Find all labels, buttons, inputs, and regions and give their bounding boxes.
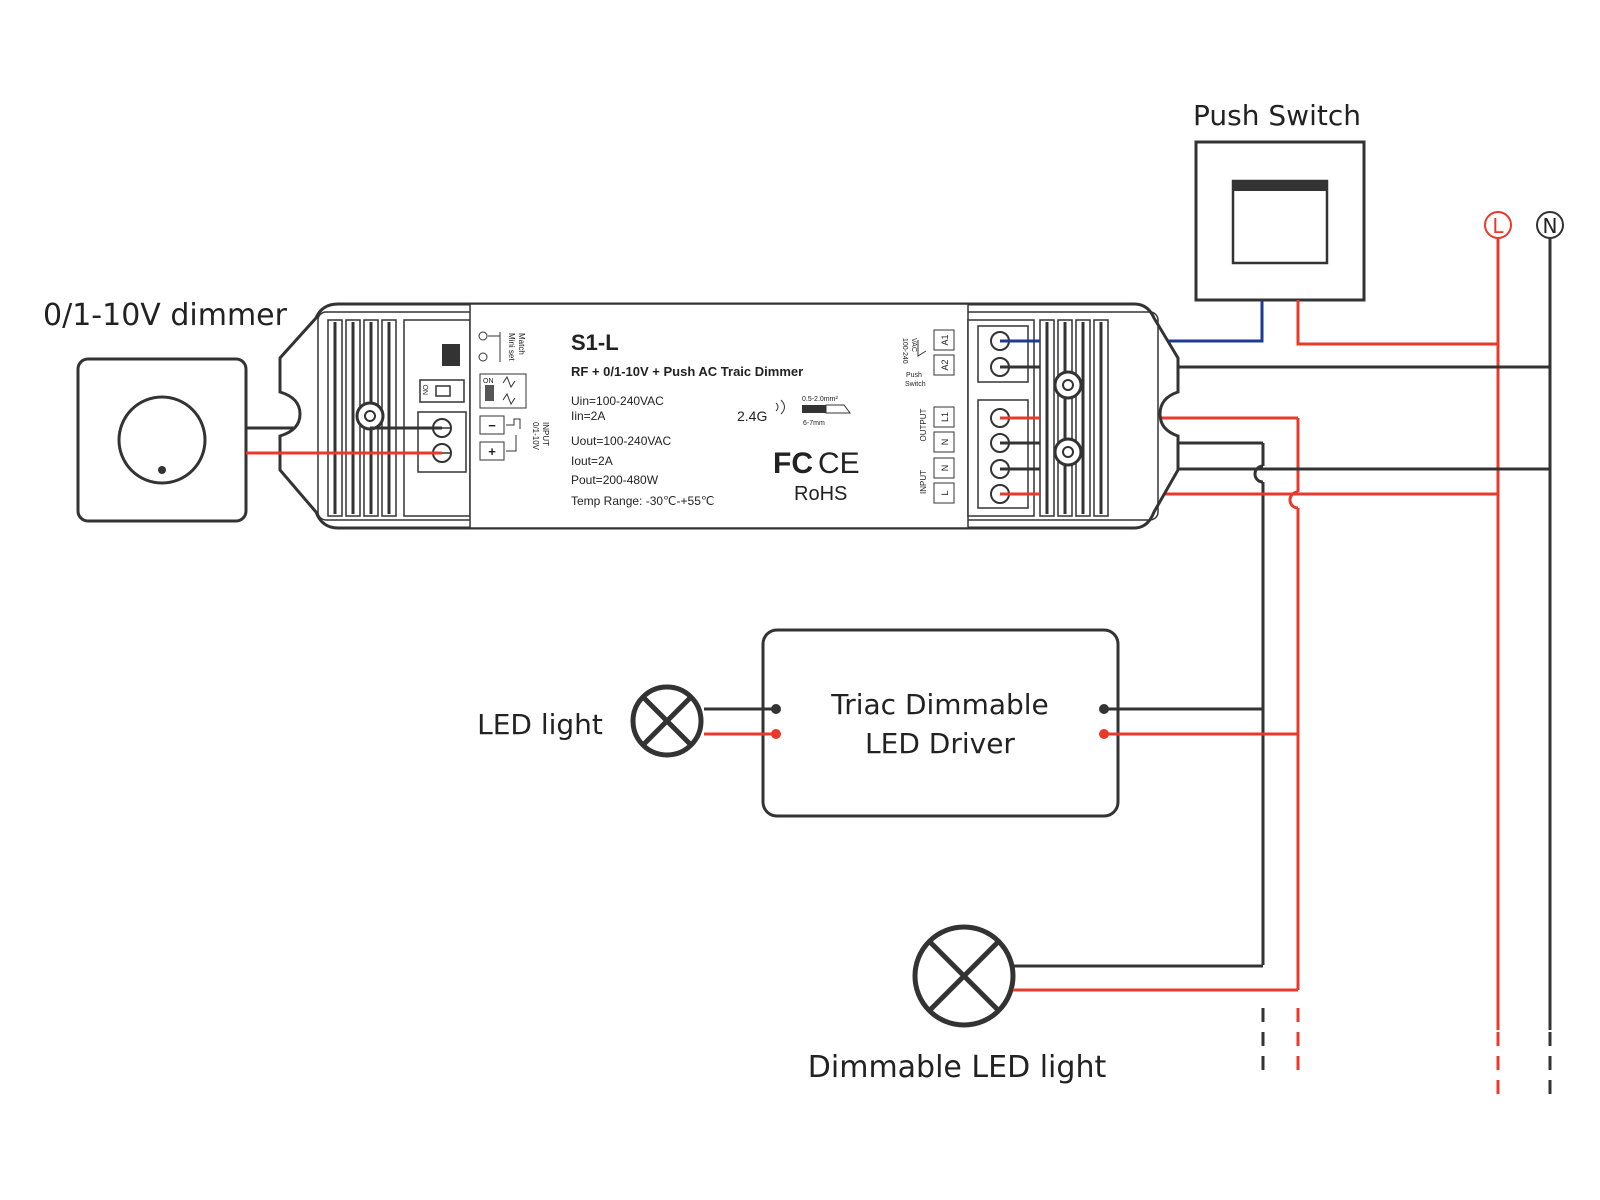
triac-led-driver: Triac Dimmable LED Driver [761, 628, 1120, 818]
led-light: LED light [477, 684, 704, 758]
svg-text:OUTPUT: OUTPUT [919, 408, 928, 441]
controller-s1l: NO Match Mini set ON − + INPUT 0/1-10V S… [278, 302, 1180, 530]
fc-mark: FC [773, 447, 813, 480]
svg-text:100-240: 100-240 [901, 338, 908, 364]
push-switch: Push Switch [1193, 99, 1366, 302]
svg-text:VAC: VAC [910, 338, 917, 352]
dimmable-lamp-wires [1013, 964, 1298, 992]
rohs-mark: RoHS [794, 483, 847, 505]
push-switch-rocker [1231, 179, 1329, 265]
spec-iin: Iin=2A [571, 409, 605, 423]
svg-text:N: N [940, 439, 950, 446]
dimmer-knob [117, 395, 207, 485]
distribution-lines [1253, 418, 1300, 1070]
svg-text:NO: NO [423, 384, 430, 395]
svg-text:0.5-2.0mm²: 0.5-2.0mm² [802, 396, 838, 403]
driver-label-line1: Triac Dimmable [830, 688, 1049, 721]
svg-text:−: − [488, 418, 496, 433]
dimmable-led-label: Dimmable LED light [808, 1050, 1107, 1085]
dimmer-010v: 0/1-10V dimmer [43, 298, 288, 523]
svg-text:L1: L1 [940, 412, 950, 422]
driver-wires [704, 707, 1298, 736]
screw-right-top [1053, 370, 1083, 400]
svg-text:INPUT: INPUT [919, 470, 928, 494]
terminal-wire-ends [246, 339, 1040, 496]
screw-left [355, 401, 385, 431]
svg-text:Match: Match [517, 333, 526, 355]
svg-text:Push: Push [906, 372, 922, 379]
svg-text:N: N [940, 465, 950, 472]
led-light-label: LED light [477, 708, 603, 741]
line-n-label: N [1543, 214, 1558, 238]
model-name: S1-L [571, 330, 619, 355]
right-heatsink-fins [1039, 319, 1109, 517]
screw-right-bottom [1053, 437, 1083, 467]
svg-text:6-7mm: 6-7mm [803, 420, 825, 427]
svg-text:A2: A2 [940, 359, 950, 370]
spec-pout: Pout=200-480W [571, 473, 659, 487]
rf-label: 2.4G [737, 408, 767, 424]
spec-uin: Uin=100-240VAC [571, 394, 664, 408]
ce-mark: CE [818, 447, 860, 480]
spec-temp: Temp Range: -30℃-+55℃ [571, 494, 714, 508]
model-subtitle: RF + 0/1-10V + Push AC Traic Dimmer [571, 364, 803, 379]
svg-text:Switch: Switch [905, 381, 926, 388]
line-l-label: L [1492, 214, 1504, 238]
spec-iout: Iout=2A [571, 454, 613, 468]
dimmer-label: 0/1-10V dimmer [43, 298, 288, 333]
dip-switch [419, 379, 465, 403]
dimmable-led-light: Dimmable LED light [808, 924, 1107, 1085]
svg-text:Mini set: Mini set [507, 333, 516, 361]
svg-text:ON: ON [483, 378, 494, 385]
svg-text:A1: A1 [940, 334, 950, 345]
line-l-marker [1484, 211, 1512, 239]
svg-text:0/1-10V: 0/1-10V [531, 422, 540, 451]
push-switch-label: Push Switch [1193, 99, 1361, 132]
driver-label-line2: LED Driver [865, 727, 1015, 760]
left-heatsink-fins [327, 319, 397, 517]
mains-lines: L N [1484, 211, 1564, 1095]
svg-text:INPUT: INPUT [541, 422, 550, 446]
line-n-marker [1536, 211, 1564, 239]
match-button [442, 344, 460, 366]
svg-text:+: + [488, 444, 496, 459]
svg-text:L: L [940, 490, 950, 495]
spec-uout: Uout=100-240VAC [571, 434, 672, 448]
